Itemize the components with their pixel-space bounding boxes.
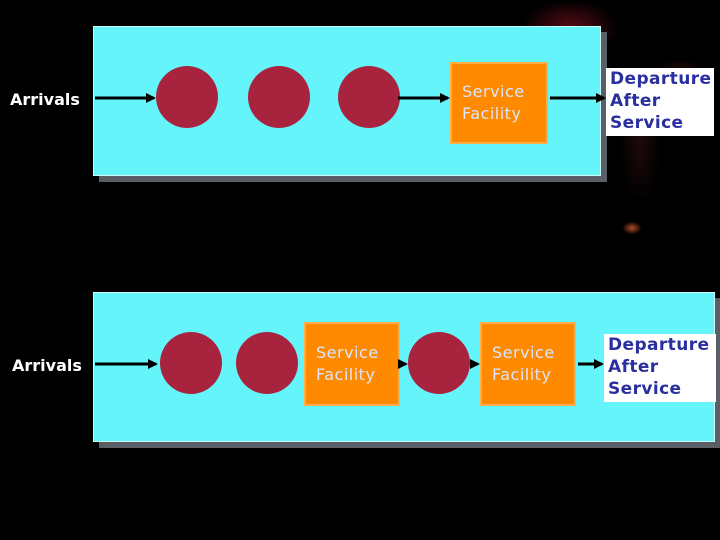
bottom-service-facility-2-line2: Facility	[492, 365, 552, 384]
top-queue-customer-3	[338, 66, 400, 128]
bottom-departure-label: Departure After Service	[604, 334, 716, 402]
bottom-service-facility-2-line1: Service	[492, 343, 555, 362]
top-departure-label: Departure After Service	[606, 68, 714, 136]
top-departure-line1: Departure	[610, 69, 712, 89]
top-departure-line3: Service	[610, 113, 684, 133]
bottom-departure-line2: After	[608, 357, 659, 377]
bottom-system-caption: Single-Channel, Multiphase System	[116, 450, 449, 469]
bottom-service-facility-1: Service Facility	[304, 322, 400, 406]
bottom-departure-line1: Departure	[608, 335, 710, 355]
top-system-caption: Single-Channel, Single-Phase System	[118, 184, 469, 203]
top-queue-customer-2	[248, 66, 310, 128]
top-service-facility-line1: Service	[462, 82, 525, 101]
top-queue-customer-1	[156, 66, 218, 128]
bottom-service-facility-2: Service Facility	[480, 322, 576, 406]
bottom-queue-customer-1	[160, 332, 222, 394]
bottom-service-facility-1-line1: Service	[316, 343, 379, 362]
bottom-queue-customer-2	[236, 332, 298, 394]
bottom-departure-line3: Service	[608, 379, 682, 399]
top-service-facility: Service Facility	[450, 62, 548, 144]
bottom-arrivals-label: Arrivals	[12, 356, 82, 375]
top-service-facility-line2: Facility	[462, 104, 522, 123]
top-departure-line2: After	[610, 91, 661, 111]
top-arrivals-label: Arrivals	[10, 90, 80, 109]
bottom-service-facility-1-line2: Facility	[316, 365, 376, 384]
bottom-queue-customer-3	[408, 332, 470, 394]
